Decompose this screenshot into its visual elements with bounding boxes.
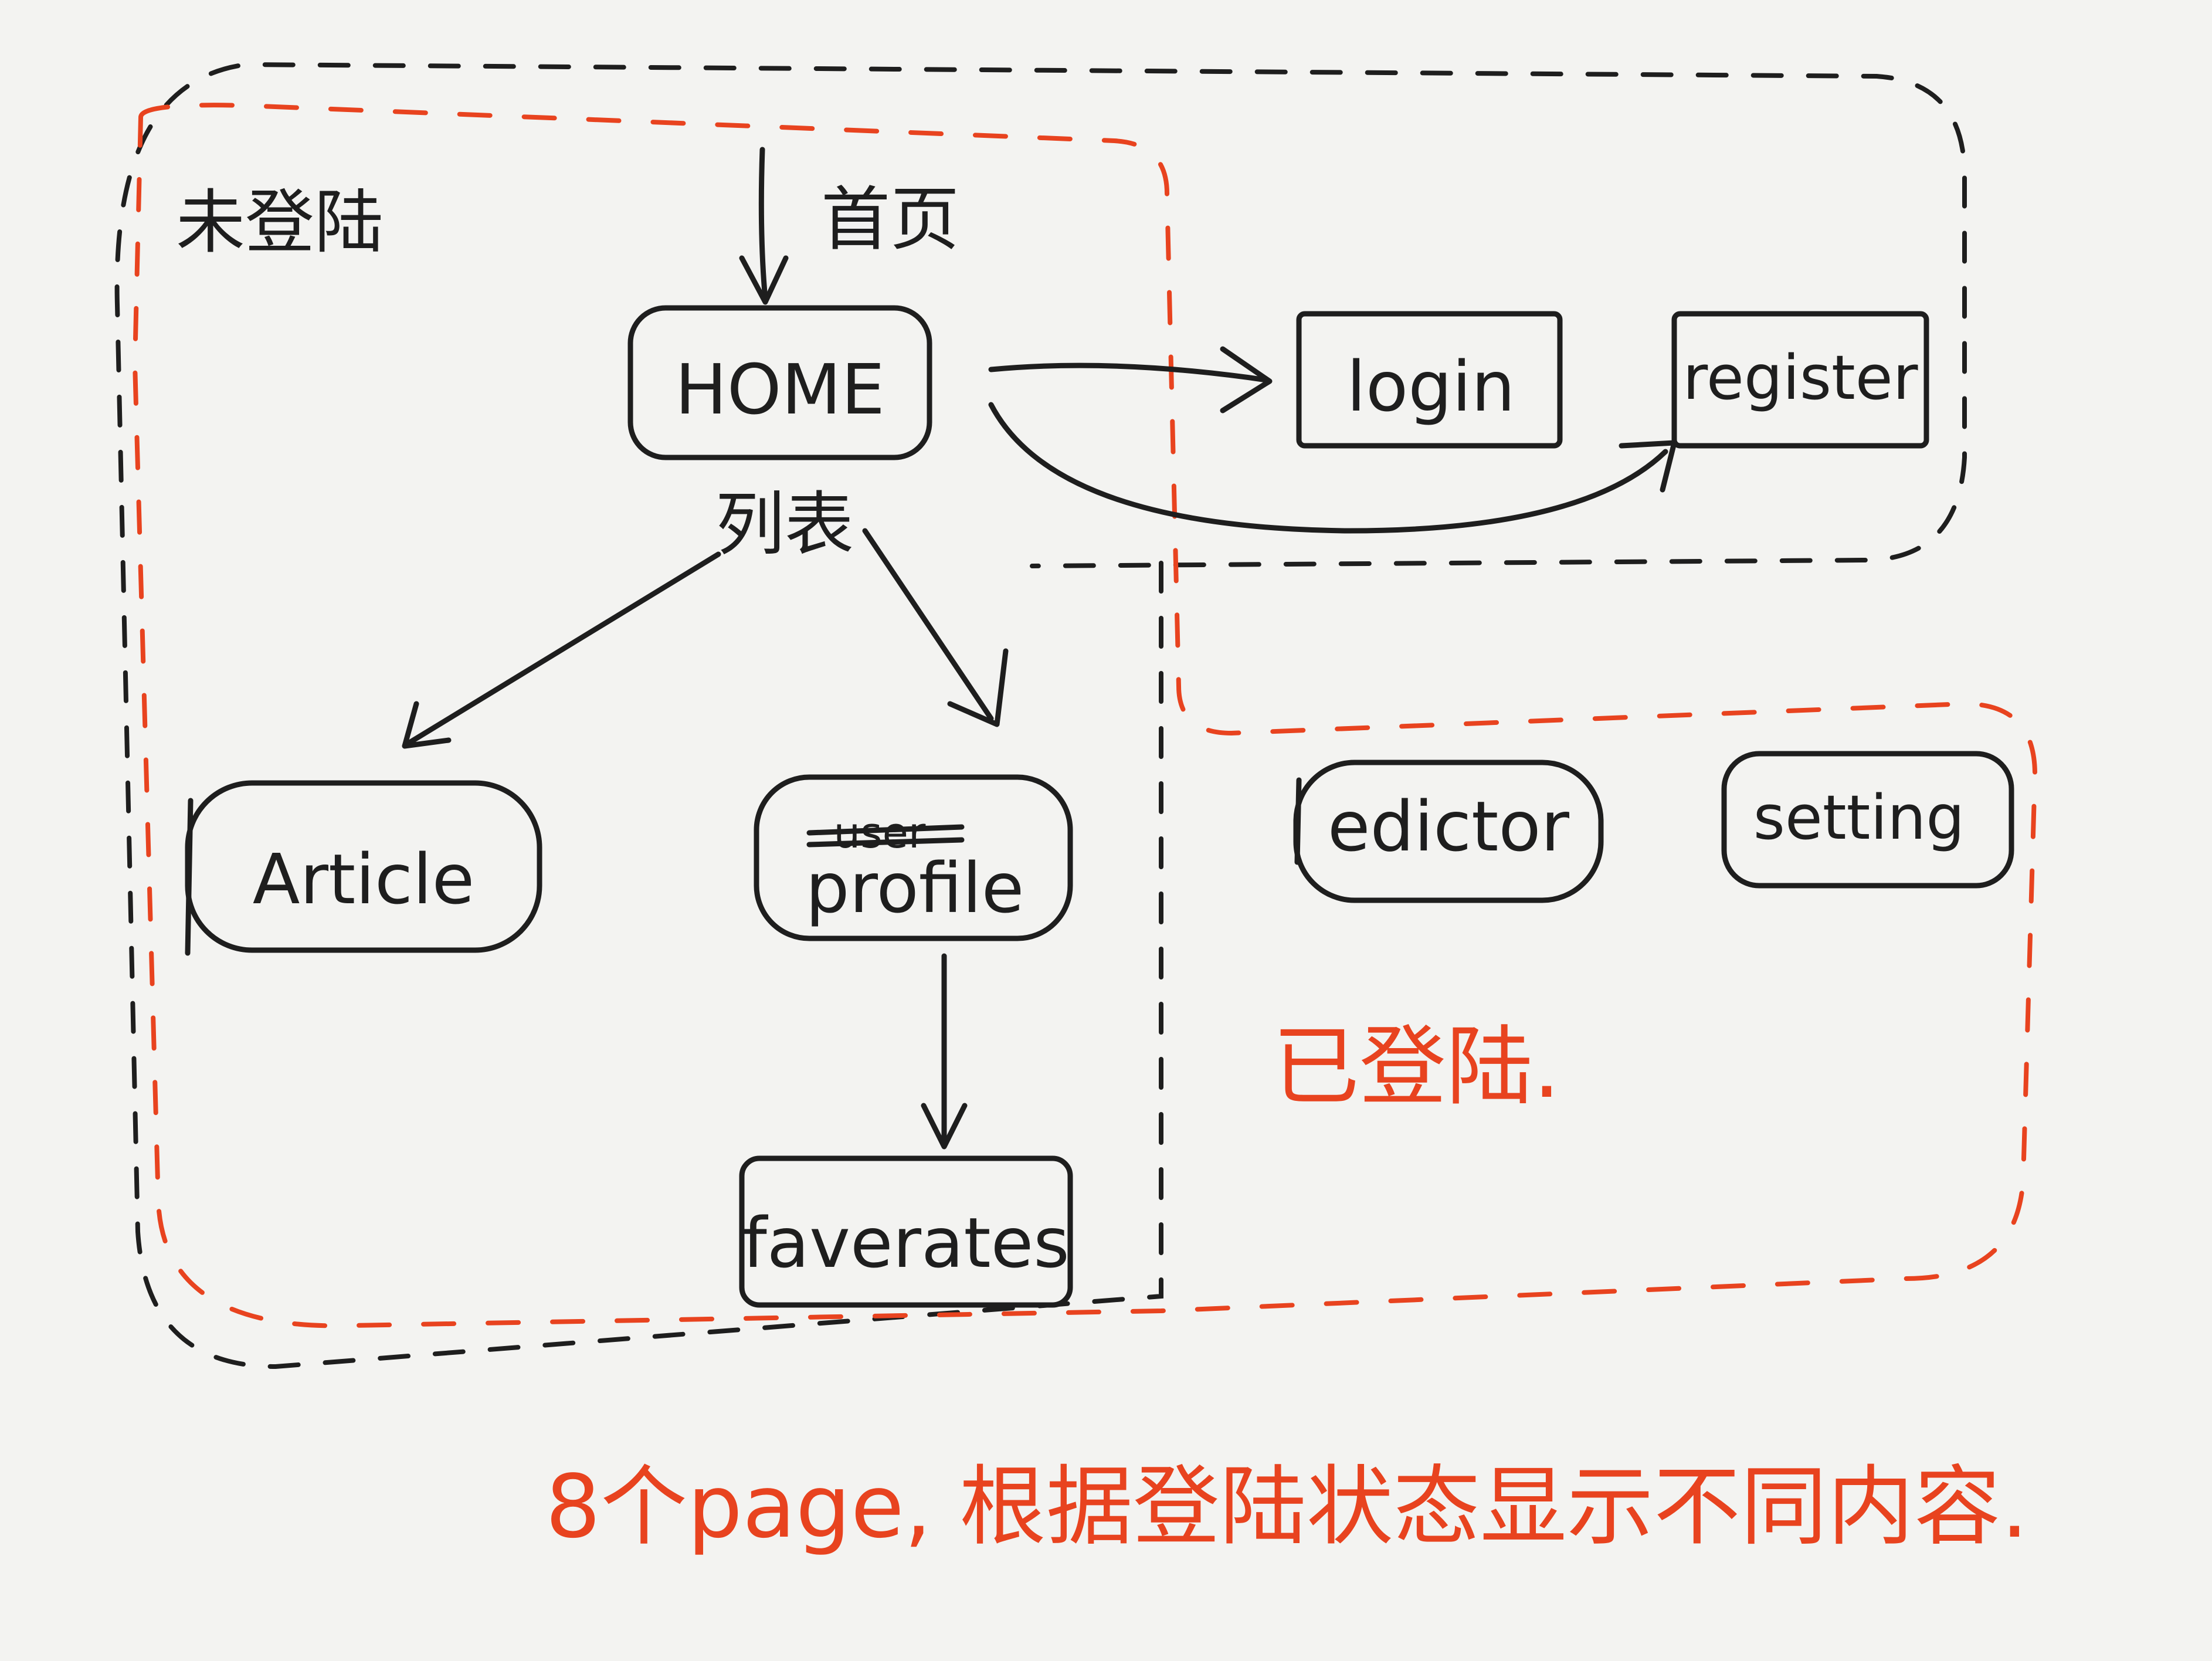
entry-arrow — [758, 147, 768, 302]
home-to-article-arrow-head — [402, 701, 452, 749]
logged-in-label: 已登陆. — [1273, 1016, 1560, 1117]
home-to-login-arrow — [988, 362, 1270, 383]
article-node: Article — [185, 780, 542, 956]
setting-label: setting — [1753, 782, 1965, 853]
favorites-node: faverates — [739, 1155, 1073, 1308]
article-label: Article — [253, 839, 475, 920]
entry-arrow-head — [739, 255, 789, 305]
home-to-profile-arrow-head — [947, 648, 1009, 727]
register-node: register — [1671, 311, 1929, 449]
home-to-profile-arrow — [862, 528, 994, 721]
home-node: HOME — [627, 305, 932, 460]
register-label: register — [1682, 342, 1918, 413]
entry-label: 首页 — [821, 179, 959, 260]
editor-label: edictor — [1328, 786, 1570, 867]
profile-node: user profile — [754, 774, 1073, 941]
favorites-label: faverates — [742, 1202, 1069, 1283]
home-to-register-arrow — [988, 402, 1668, 534]
login-label: login — [1346, 346, 1515, 427]
setting-node: setting — [1721, 751, 2014, 889]
list-label: 列表 — [715, 484, 854, 565]
logged-out-label: 未登陆 — [176, 182, 384, 263]
logged-in-region-outline — [132, 103, 2038, 1328]
home-to-login-arrow-head — [1220, 346, 1273, 413]
profile-label: profile — [806, 848, 1024, 928]
profile-to-favorites-arrow-head — [921, 1103, 968, 1150]
footer-note: 8个page, 根据登陆状态显示不同内容. — [545, 1456, 2028, 1557]
editor-node: edictor — [1293, 760, 1604, 903]
login-node: login — [1296, 311, 1563, 449]
home-label: HOME — [675, 349, 885, 430]
home-to-article-arrow — [408, 551, 721, 745]
